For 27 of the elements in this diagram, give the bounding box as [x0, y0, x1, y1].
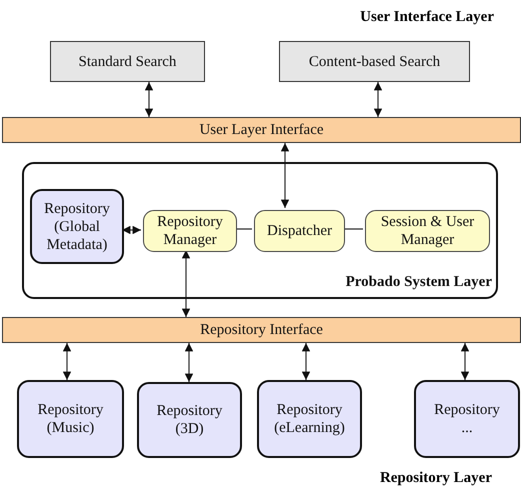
- module-box: Repository Manager: [143, 210, 237, 252]
- layer-label: User Interface Layer: [360, 9, 494, 26]
- repository-box: Repository (eLearning): [257, 380, 362, 458]
- arrow: [144, 82, 154, 117]
- arrow: [460, 343, 470, 380]
- layer-container: [22, 162, 498, 299]
- repository-box: Repository (Music): [17, 380, 124, 458]
- arrow: [280, 143, 290, 208]
- arrow: [374, 82, 382, 117]
- connector-line: [235, 228, 252, 230]
- repository-box: Repository ...: [414, 380, 520, 458]
- layer-label: Repository Layer: [380, 470, 492, 487]
- search-box: Content-based Search: [279, 41, 470, 82]
- arrow: [302, 343, 310, 380]
- interface-bar: User Layer Interface: [2, 117, 521, 143]
- repository-box: Repository (3D): [137, 382, 242, 458]
- module-box: Session & User Manager: [365, 210, 490, 252]
- arrow: [184, 343, 194, 382]
- connector-line: [343, 228, 363, 230]
- repository-box: Repository (Global Metadata): [30, 189, 124, 264]
- interface-bar: Repository Interface: [2, 317, 521, 343]
- arrow: [122, 226, 141, 234]
- module-box: Dispatcher: [254, 210, 345, 252]
- arrow: [62, 343, 72, 380]
- arrow: [182, 250, 190, 317]
- layer-title: Probado System Layer: [346, 273, 492, 291]
- search-box: Standard Search: [50, 41, 205, 82]
